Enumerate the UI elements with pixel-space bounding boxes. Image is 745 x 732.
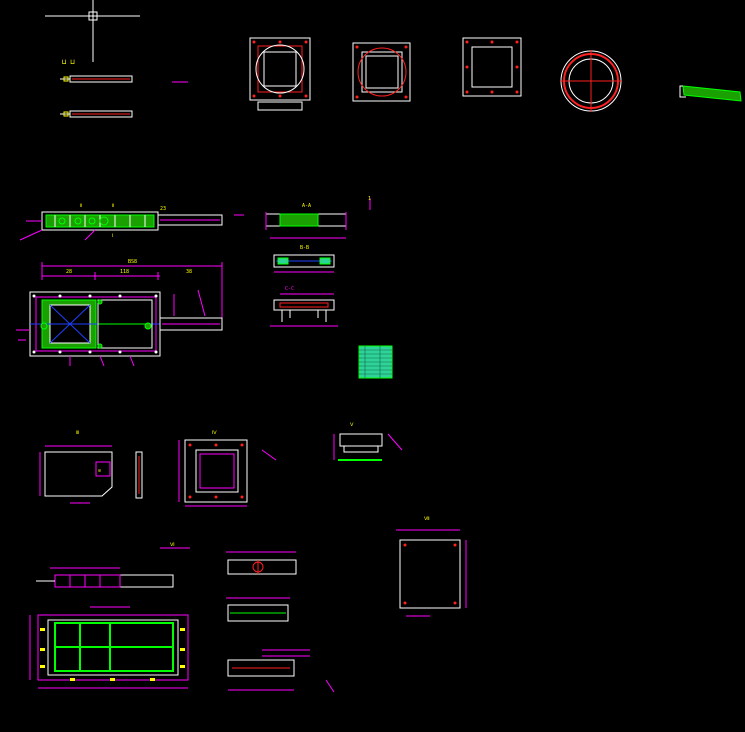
- square-flange-bottom-view: [352, 42, 411, 102]
- section-b-b: B-B: [273, 245, 335, 273]
- parts-list-table: [358, 345, 393, 379]
- svg-text:Ⅵ: Ⅵ: [170, 542, 175, 548]
- square-cover-detail: Ⅶ: [396, 516, 467, 617]
- svg-text:A-A: A-A: [302, 203, 311, 209]
- sloped-plate-view: [679, 85, 742, 102]
- round-flange-view: [560, 50, 622, 112]
- svg-text:Ⅱ: Ⅱ: [112, 203, 114, 209]
- svg-text:Ⅴ: Ⅴ: [350, 422, 354, 428]
- svg-text:38: 38: [186, 269, 192, 275]
- frame-flange-detail: Ⅳ: [178, 430, 277, 507]
- section-a-a: A-A 1: [265, 196, 371, 239]
- svg-text:28: 28: [66, 269, 72, 275]
- svg-text:⊔ ⊔: ⊔ ⊔: [62, 58, 75, 66]
- svg-text:Ⅲ: Ⅲ: [76, 430, 79, 436]
- svg-text:Ⅱ: Ⅱ: [80, 203, 82, 209]
- gate-plate-detail: Ⅲ ⊙: [39, 430, 143, 504]
- section-c-c: C-C: [270, 286, 338, 327]
- handle-rod-view: ⊔ ⊔: [60, 58, 188, 118]
- square-plate-view: [462, 37, 522, 97]
- svg-text:118: 118: [120, 269, 129, 275]
- svg-text:Ⅰ: Ⅰ: [112, 233, 113, 239]
- gate-valve-side-elevation: Ⅱ Ⅱ 23Ⅰ: [19, 203, 244, 241]
- svg-text:23: 23: [160, 206, 166, 212]
- svg-text:B-B: B-B: [300, 245, 309, 251]
- slide-rail-detail: Ⅵ: [36, 542, 190, 588]
- svg-text:BS8: BS8: [128, 259, 137, 265]
- svg-text:Ⅳ: Ⅳ: [212, 430, 217, 436]
- cover-plate-detail: [226, 551, 335, 693]
- square-flange-top-view: [249, 37, 311, 111]
- svg-text:1: 1: [368, 196, 371, 202]
- crosshair-cursor-icon: [45, 0, 140, 62]
- small-bracket-detail: Ⅴ: [333, 422, 403, 461]
- svg-text:Ⅶ: Ⅶ: [424, 516, 430, 522]
- base-frame-detail: [29, 606, 189, 689]
- svg-text:C-C: C-C: [285, 286, 294, 292]
- svg-text:⊙: ⊙: [98, 468, 101, 474]
- gate-valve-plan-view: BS8 28 118 38: [16, 259, 223, 367]
